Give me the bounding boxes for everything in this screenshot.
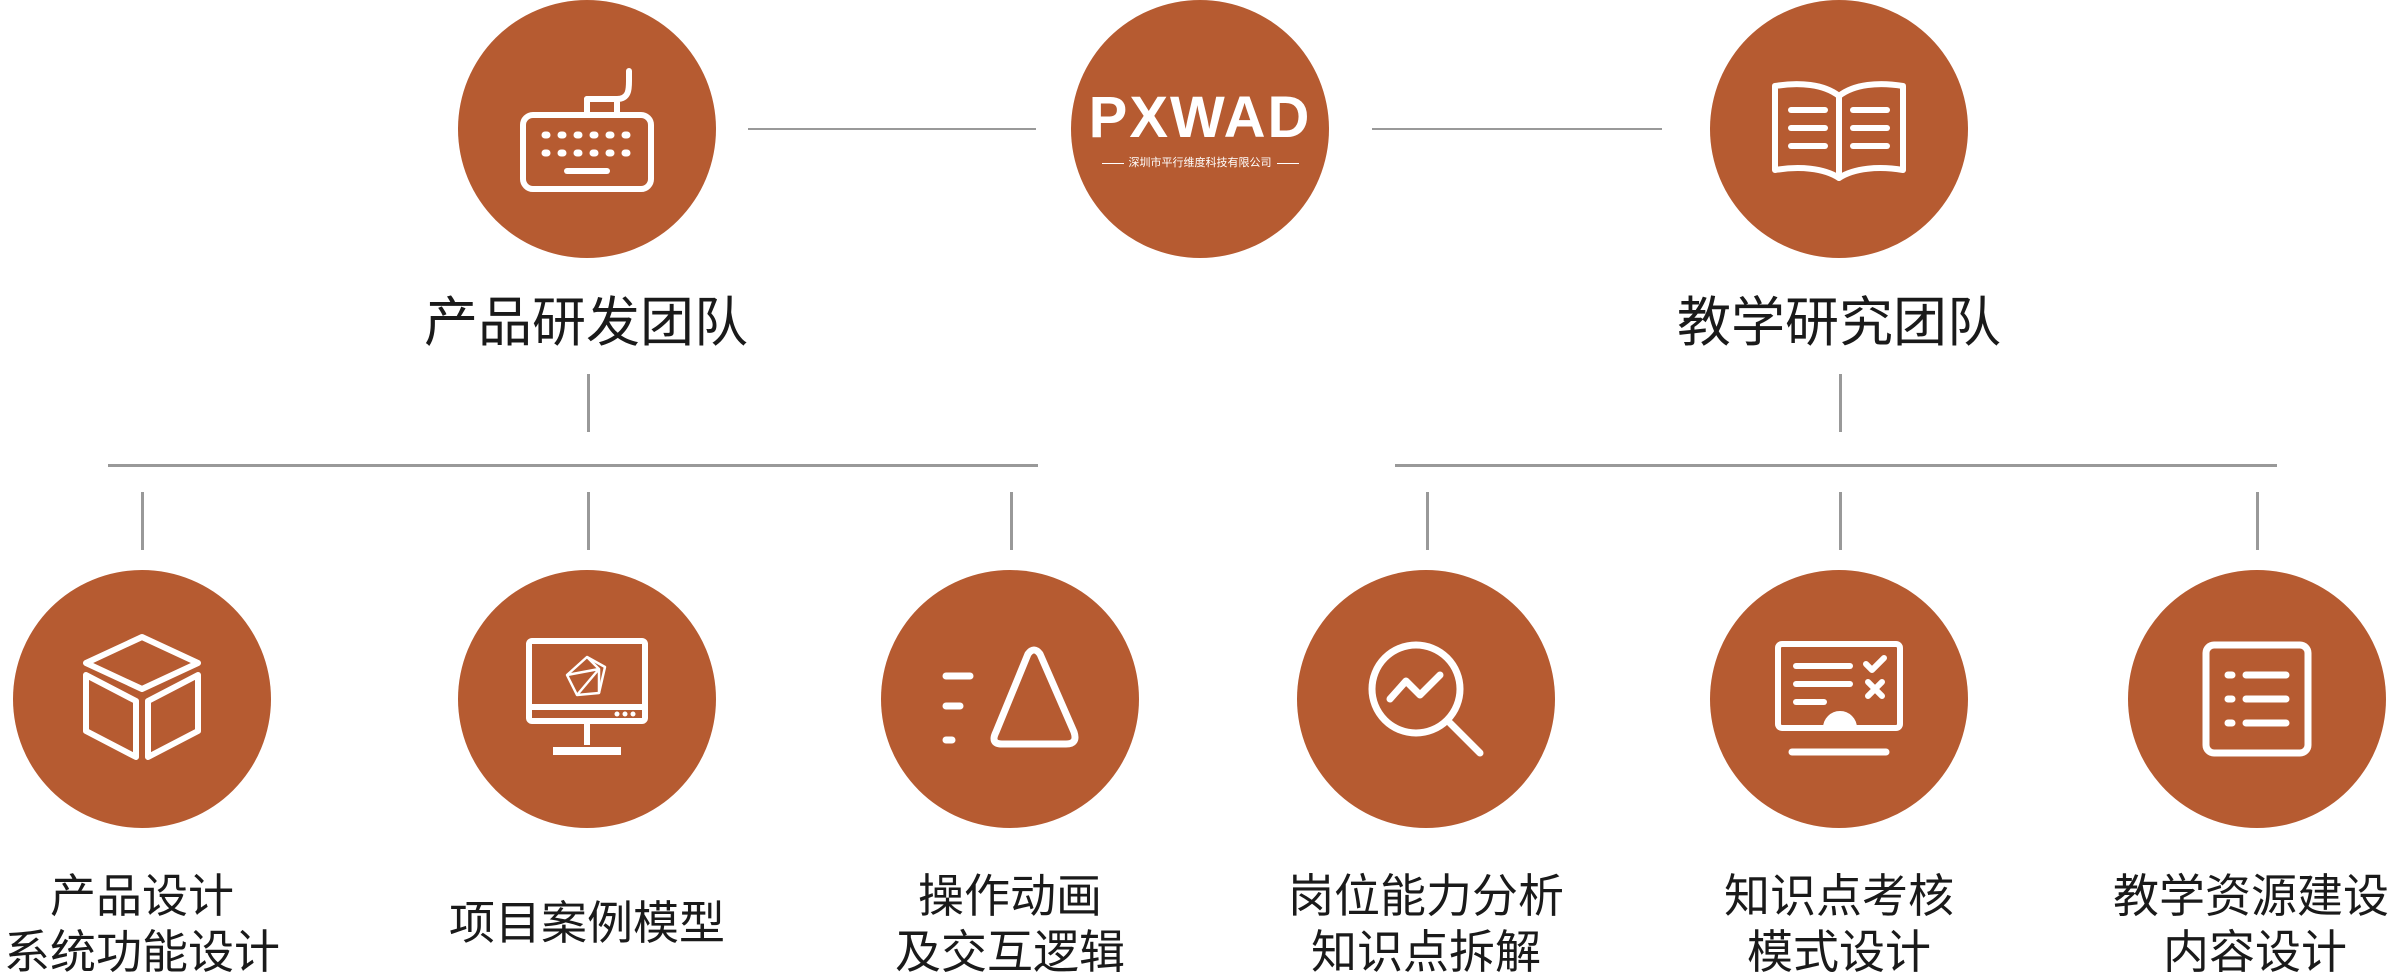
- assessment-label: 知识点考核 模式设计: [1659, 868, 2019, 980]
- list-icon: [2202, 641, 2312, 757]
- resource-building-label: 教学资源建设 内容设计: [2077, 868, 2400, 980]
- keyboard-icon: [517, 59, 657, 199]
- company-logo: PXWAD 深圳市平行维度科技有限公司: [1089, 88, 1312, 170]
- connector-left-top: [748, 128, 1036, 130]
- product-team-title: 产品研发团队: [424, 291, 748, 354]
- monitor-model-icon: [525, 637, 649, 761]
- connector-drop-6: [2256, 492, 2259, 550]
- connector-right-bar: [1395, 464, 2277, 467]
- connector-drop-4: [1426, 492, 1429, 550]
- resource-building-circle: [2128, 570, 2386, 828]
- label-line: 操作动画: [918, 869, 1102, 923]
- open-book-icon: [1769, 74, 1909, 184]
- connector-drop-1: [141, 492, 144, 550]
- connector-right-top: [1372, 128, 1662, 130]
- label-line: 岗位能力分析: [1288, 869, 1564, 923]
- label-line: 项目案例模型: [449, 896, 725, 950]
- interaction-label: 操作动画 及交互逻辑: [830, 868, 1190, 980]
- connector-drop-3: [1010, 492, 1013, 550]
- product-team-circle: [458, 0, 716, 258]
- case-model-label: 项目案例模型: [407, 895, 767, 951]
- interaction-circle: [881, 570, 1139, 828]
- connector-left-stem: [587, 374, 590, 432]
- teaching-team-title: 教学研究团队: [1677, 291, 2001, 354]
- label-line: 及交互逻辑: [895, 925, 1125, 979]
- label-line: 教学资源建设: [2113, 869, 2389, 923]
- search-chart-icon: [1364, 637, 1488, 761]
- connector-right-stem: [1839, 374, 1842, 432]
- connector-drop-5: [1839, 492, 1842, 550]
- label-line: 知识点拆解: [1311, 925, 1541, 979]
- assessment-circle: [1710, 570, 1968, 828]
- competency-analysis-circle: [1297, 570, 1555, 828]
- cube-icon: [80, 633, 204, 765]
- teaching-team-circle: [1710, 0, 1968, 258]
- connector-left-bar: [108, 464, 1038, 467]
- logo-text: PXWAD: [1088, 85, 1312, 150]
- competency-analysis-label: 岗位能力分析 知识点拆解: [1246, 868, 1606, 980]
- connector-drop-2: [587, 492, 590, 550]
- case-model-circle: [458, 570, 716, 828]
- label-line: 模式设计: [1747, 925, 1931, 979]
- assessment-screen-icon: [1774, 640, 1904, 758]
- label-line: 知识点考核: [1724, 869, 1954, 923]
- product-design-label: 产品设计 系统功能设计: [0, 868, 322, 980]
- product-design-circle: [13, 570, 271, 828]
- label-line: 内容设计: [2163, 925, 2347, 979]
- label-line: 产品设计: [50, 869, 234, 923]
- label-line: 系统功能设计: [4, 925, 280, 979]
- motion-triangle-icon: [940, 644, 1080, 754]
- logo-subtitle: 深圳市平行维度科技有限公司: [1097, 154, 1304, 170]
- logo-circle: PXWAD 深圳市平行维度科技有限公司: [1071, 0, 1329, 258]
